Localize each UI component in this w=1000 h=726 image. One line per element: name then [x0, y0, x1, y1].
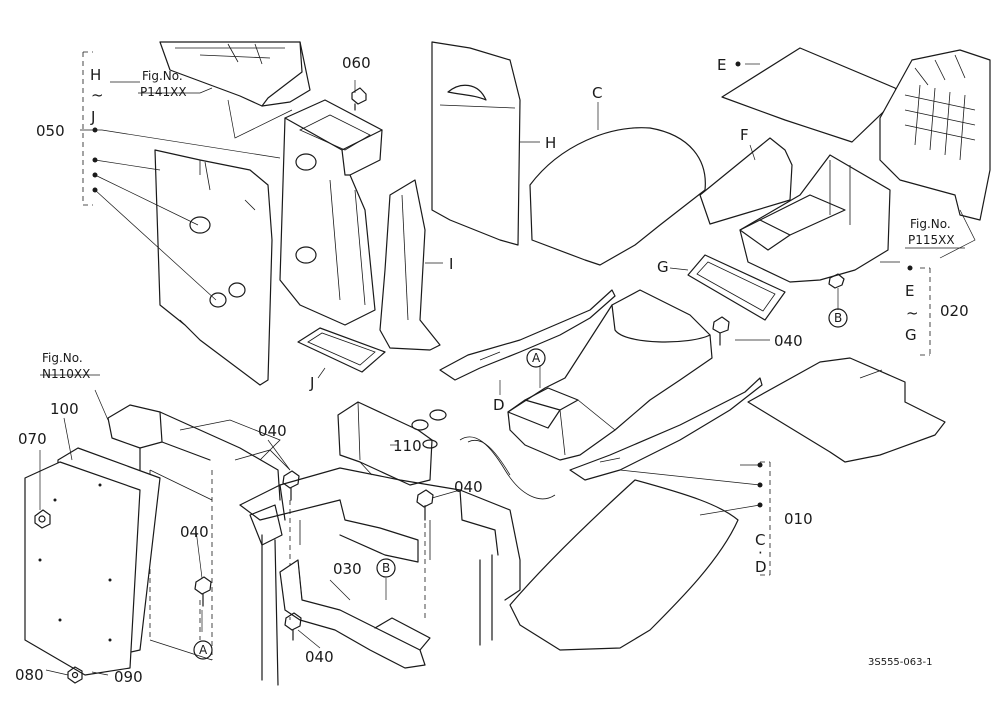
fig-ref-p141-line1: Fig.No. — [142, 69, 183, 83]
part-H-panel — [431, 41, 521, 246]
callout-050: 050 — [36, 122, 65, 140]
bolt-040-c — [194, 576, 212, 607]
bracket-eg-top: E — [905, 282, 914, 300]
fig-ref-p141-line2: P141XX — [140, 85, 187, 99]
circled-B-1: B — [834, 311, 842, 325]
callout-040-d: 040 — [180, 523, 209, 541]
engine-reference — [879, 49, 991, 259]
leader-dots — [92, 61, 913, 508]
screw-near-duct — [828, 273, 845, 289]
bracket-hj-mid: ~ — [91, 86, 104, 104]
bolt-040-b — [416, 489, 434, 521]
fig-ref-p115-line2: P115XX — [908, 233, 955, 247]
part-F-cover — [699, 137, 793, 225]
letter-E: E — [717, 56, 726, 74]
bracket-eg-mid: ~ — [906, 304, 919, 322]
labels: 060 050 110 040 040 040 040 040 070 100 … — [15, 54, 969, 686]
letter-J: J — [309, 374, 314, 392]
callout-060: 060 — [342, 54, 371, 72]
letter-D: D — [493, 396, 505, 414]
callout-040-c: 040 — [454, 478, 483, 496]
screw-060 — [351, 87, 367, 111]
bracket-cd-top: C — [755, 531, 765, 549]
circled-A-2: A — [199, 643, 208, 657]
bracket-eg-bot: G — [905, 326, 917, 344]
callout-110: 110 — [393, 437, 422, 455]
part-D-console — [507, 289, 713, 461]
callout-020: 020 — [940, 302, 969, 320]
letter-I: I — [449, 255, 453, 273]
part-side-strip — [569, 377, 763, 481]
callout-040-a: 040 — [774, 332, 803, 350]
circled-A-1: A — [532, 351, 541, 365]
part-upper-strip — [439, 289, 616, 381]
bolt-040-a — [282, 470, 300, 501]
bolt-040-d — [284, 612, 302, 641]
callout-010: 010 — [784, 510, 813, 528]
screw-040-console — [712, 316, 730, 346]
callout-090: 090 — [114, 668, 143, 686]
nut-090 — [67, 666, 83, 684]
diagram-id: 3S555-063-1 — [868, 657, 932, 668]
part-110-bracket — [337, 401, 447, 486]
callout-100: 100 — [50, 400, 79, 418]
part-floor-mat-right — [747, 357, 946, 463]
circled-B-2: B — [382, 561, 390, 575]
callout-040-b: 040 — [258, 422, 287, 440]
fig-ref-n110-line2: N110XX — [42, 367, 90, 381]
part-duct-right — [739, 154, 891, 283]
bracket-cd-bot: D — [755, 558, 767, 576]
bracket-hj-top: H — [90, 66, 101, 84]
letter-H: H — [545, 134, 556, 152]
cable — [459, 436, 556, 500]
callout-080: 080 — [15, 666, 44, 684]
bracket-cd-mid: · — [758, 544, 763, 562]
part-G-gasket — [687, 254, 786, 321]
part-C-cover — [529, 127, 706, 266]
part-duct-tall — [279, 99, 383, 326]
part-J-gasket — [297, 327, 386, 373]
callout-070: 070 — [18, 430, 47, 448]
fig-ref-boxes — [40, 87, 965, 376]
range-brackets — [82, 51, 931, 576]
part-I-panel — [379, 179, 441, 351]
part-050-plate — [154, 149, 273, 386]
leaders — [39, 63, 900, 676]
part-floor-mat-lower — [509, 479, 739, 651]
part-030-bracket — [279, 559, 431, 669]
callout-030: 030 — [333, 560, 362, 578]
callout-040-e: 040 — [305, 648, 334, 666]
fig-ref-p115-line1: Fig.No. — [910, 217, 951, 231]
letter-F: F — [740, 126, 749, 144]
part-080-panel — [24, 461, 141, 676]
frame-brackets-left — [107, 404, 291, 546]
circled-rings — [193, 308, 848, 660]
letter-C: C — [592, 84, 602, 102]
upper-panel-reference — [159, 41, 311, 139]
fig-ref-n110-line1: Fig.No. — [42, 351, 83, 365]
bolt-070 — [34, 509, 51, 529]
letter-G: G — [657, 258, 669, 276]
part-E-cover — [721, 47, 901, 143]
bracket-hj-bot: J — [90, 108, 95, 126]
